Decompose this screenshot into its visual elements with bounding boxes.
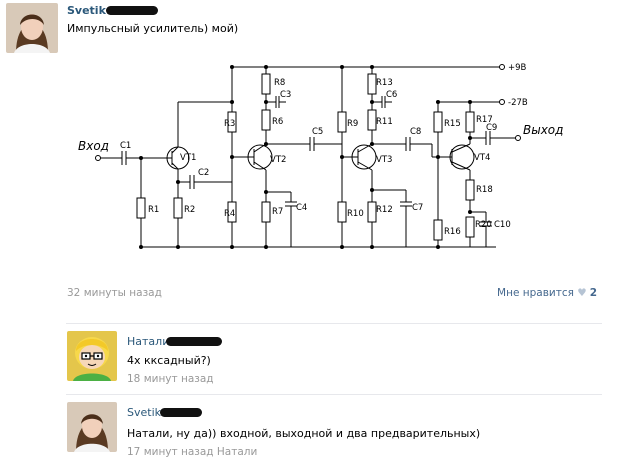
label-r10: R10 <box>347 209 364 219</box>
like-label: Мне нравится <box>497 287 574 299</box>
label-c7: C7 <box>412 203 423 213</box>
post-time[interactable]: 32 минуты назад <box>67 287 162 299</box>
label-vt4: VT4 <box>474 153 490 163</box>
schematic-output-label: Выход <box>523 123 563 137</box>
comment-avatar[interactable] <box>67 331 117 381</box>
post-text: Импульсный усилитель) мой) <box>67 22 239 35</box>
label-r15: R15 <box>444 119 461 129</box>
label-vt2: VT2 <box>270 155 286 165</box>
heart-icon: ♥ <box>577 287 587 299</box>
post-author[interactable]: Svetik <box>67 4 106 17</box>
label-r4: R4 <box>224 209 235 219</box>
like-count: 2 <box>589 287 597 299</box>
label-c3: C3 <box>280 90 291 100</box>
label-r2: R2 <box>184 205 195 215</box>
label-c6: C6 <box>386 90 397 100</box>
label-r18: R18 <box>476 185 493 195</box>
redacted-name <box>160 408 202 417</box>
label-r6: R6 <box>272 117 283 127</box>
comments-divider <box>66 323 602 324</box>
post-avatar[interactable] <box>6 3 58 53</box>
label-c10: C10 <box>494 220 511 230</box>
comment-author[interactable]: Натали <box>127 335 170 348</box>
like-button[interactable]: Мне нравится ♥2 <box>497 287 597 299</box>
label-r7: R7 <box>272 207 283 217</box>
comment-time[interactable]: 17 минут назад Натали <box>127 446 258 458</box>
label-r1: R1 <box>148 205 159 215</box>
label-r17: R17 <box>476 115 493 125</box>
label-v-minus: -27В <box>508 98 528 108</box>
label-vt1: VT1 <box>180 153 196 163</box>
redacted-name <box>106 6 158 15</box>
label-r12: R12 <box>376 205 393 215</box>
label-r13: R13 <box>376 78 393 88</box>
label-r3: R3 <box>224 119 235 129</box>
redacted-name <box>166 337 222 346</box>
label-r20: R20 <box>475 220 492 230</box>
comment-text: 4х кксадный?) <box>127 354 211 367</box>
schematic-input-label: Вход <box>78 139 109 153</box>
label-c2: C2 <box>198 168 209 178</box>
comment-avatar[interactable] <box>67 402 117 452</box>
label-r9: R9 <box>347 119 358 129</box>
label-r8: R8 <box>274 78 285 88</box>
label-c9: C9 <box>486 123 497 133</box>
label-v-plus: +9В <box>508 63 527 73</box>
label-c4: C4 <box>296 203 307 213</box>
comment-time[interactable]: 18 минут назад <box>127 373 214 385</box>
label-c1: C1 <box>120 141 131 151</box>
label-r16: R16 <box>444 227 461 237</box>
label-r11: R11 <box>376 117 393 127</box>
label-c8: C8 <box>410 127 421 137</box>
label-vt3: VT3 <box>376 155 392 165</box>
label-c5: C5 <box>312 127 323 137</box>
circuit-schematic: Вход Выход +9В -27В C1 R1 R2 VT1 C2 R3 R… <box>78 63 563 249</box>
comment-text: Натали, ну да)) входной, выходной и два … <box>127 427 481 440</box>
comment-divider <box>66 394 602 395</box>
comment-author[interactable]: Svetik <box>127 406 161 419</box>
